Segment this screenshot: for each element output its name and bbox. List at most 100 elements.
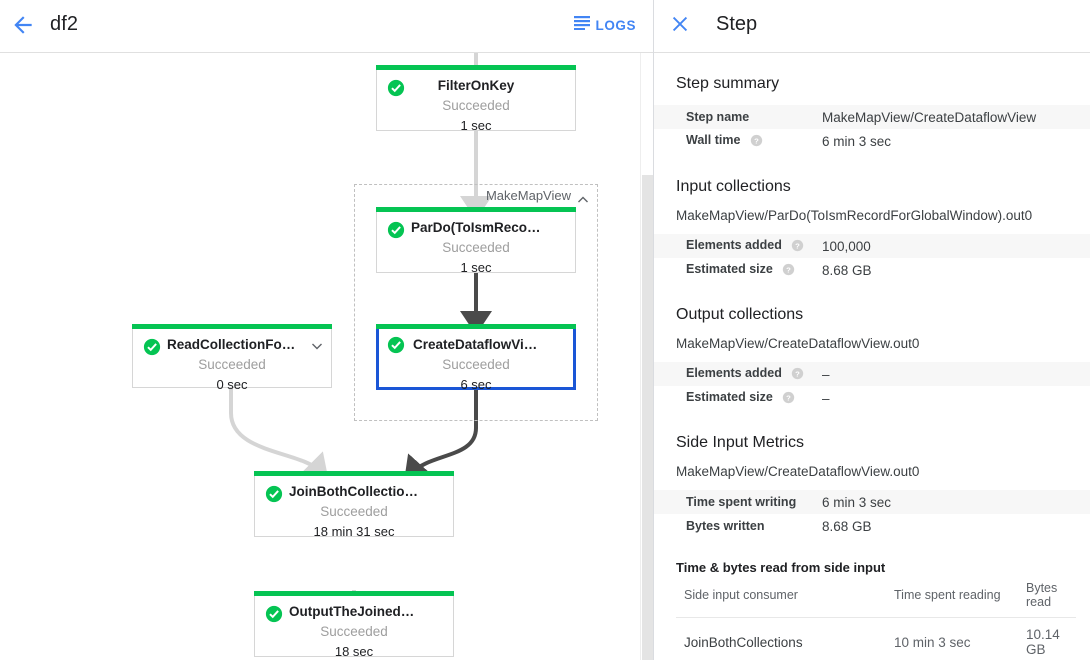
side-input-read-block: Time & bytes read from side input Side i… [654,560,1090,660]
node-duration: 18 sec [334,644,374,659]
help-icon[interactable]: ? [791,239,804,255]
graph-node-readcollectionforjoin[interactable]: ReadCollectionForJoin Succeeded 0 sec [132,324,332,392]
check-circle-icon [143,338,161,356]
row-key-label: Elements added [686,365,782,380]
section-heading-output-collections: Output collections [676,306,804,323]
node-status: Succeeded [320,624,388,639]
node-status-bar [254,471,454,476]
row-key-label: Elements added [686,237,782,252]
node-status: Succeeded [320,504,388,519]
row-key-label: Estimated size [686,389,773,404]
logs-list-icon [573,16,590,35]
table-row: Bytes written 8.68 GB [654,514,1090,538]
close-icon[interactable] [669,13,691,40]
check-circle-icon [265,485,283,503]
section-heading-step-summary: Step summary [676,75,780,92]
chevron-down-icon[interactable] [311,339,323,357]
node-status-bar [132,324,332,329]
row-key: Estimated size ? [654,386,822,410]
row-key-label: Estimated size [686,261,773,276]
node-title: ReadCollectionForJoin [167,337,315,352]
page-title: df2 [50,13,79,35]
row-key-label: Wall time [686,132,741,147]
node-title: CreateDataflowView [413,337,542,352]
row-key: Estimated size ? [654,258,822,282]
panel-body: Step summary Step name MakeMapView/Creat… [654,53,1090,660]
check-circle-icon [387,221,405,239]
row-key: Elements added ? [654,234,822,258]
row-value: 6 min 3 sec [822,494,892,510]
help-icon[interactable]: ? [791,367,804,383]
node-status: Succeeded [442,240,510,255]
node-status-bar [376,207,576,212]
row-key: Wall time ? [654,129,822,153]
table-row: Elements added ? 100,000 [654,234,1090,258]
section-heading-input-collections: Input collections [676,178,791,195]
table-row: Step name MakeMapView/CreateDataflowView [654,105,1090,129]
svg-text:?: ? [796,369,801,378]
table-row: JoinBothCollections 10 min 3 sec 10.14 G… [676,617,1076,660]
svg-text:?: ? [796,241,801,250]
node-status: Succeeded [442,98,510,113]
input-collection-name: MakeMapView/ParDo(ToIsmRecordForGlobalWi… [676,208,1033,223]
node-status-bar [376,65,576,70]
table-row: Elements added ? – [654,362,1090,386]
panel-title: Step [716,13,758,35]
table-row: Estimated size ? – [654,386,1090,410]
help-icon[interactable]: ? [782,263,795,279]
column-header-time: Time spent reading [886,581,1018,618]
cell-time: 10 min 3 sec [886,617,1018,660]
node-duration: 0 sec [216,377,248,392]
back-arrow-icon[interactable] [10,12,40,42]
output-collections-table: Elements added ? – Estimated size ? – [654,362,1090,410]
graph-scrollbar-thumb[interactable] [642,175,653,660]
svg-text:?: ? [786,265,791,274]
chevron-up-icon[interactable] [577,193,589,211]
check-circle-icon [387,79,405,97]
table-row: Wall time ? 6 min 3 sec [654,129,1090,153]
row-value: – [822,390,830,406]
node-title: JoinBothCollections [289,484,421,499]
row-value: 6 min 3 sec [822,133,892,149]
step-details-panel: Step Step summary Step name MakeMapView/… [654,0,1090,660]
node-duration: 18 min 31 sec [313,524,395,539]
node-status: Succeeded [198,357,266,372]
check-circle-icon [265,605,283,623]
cell-consumer: JoinBothCollections [676,617,886,660]
graph-scrollbar[interactable] [640,53,653,660]
table-header-row: Side input consumer Time spent reading B… [676,581,1076,618]
composite-group-makemapview[interactable]: MakeMapView [354,184,598,421]
column-header-consumer: Side input consumer [676,581,886,618]
graph-node-joinbothcollections[interactable]: JoinBothCollections Succeeded 18 min 31 … [254,471,454,539]
row-value: MakeMapView/CreateDataflowView [822,109,1037,125]
node-title: ParDo(ToIsmRecordFor… [411,220,575,235]
pane-divider [653,0,654,660]
cell-bytes: 10.14 GB [1018,617,1076,660]
node-duration: 1 sec [460,118,492,133]
output-collection-name: MakeMapView/CreateDataflowView.out0 [676,336,920,351]
help-icon[interactable]: ? [782,391,795,407]
row-key: Elements added ? [654,362,822,386]
graph-node-outputthejoinedcollection[interactable]: OutputTheJoinedCollec… Succeeded 18 sec [254,591,454,659]
logs-label: LOGS [595,18,636,33]
node-status-bar [376,324,576,329]
job-graph-pane: df2 LOGS [0,0,653,660]
node-status-bar [254,591,454,596]
graph-node-pardo-toismrecord[interactable]: ParDo(ToIsmRecordFor… Succeeded 1 sec [376,207,576,275]
node-title: FilterOnKey [437,78,515,93]
table-row: Time spent writing 6 min 3 sec [654,490,1090,514]
pipeline-graph-canvas[interactable]: MakeMapView FilterOnKey Succeeded 1 sec [0,53,653,660]
input-collections-table: Elements added ? 100,000 Estimated size … [654,234,1090,282]
side-input-collection-name: MakeMapView/CreateDataflowView.out0 [676,464,920,479]
graph-node-filteronkey[interactable]: FilterOnKey Succeeded 1 sec [376,65,576,133]
graph-node-createdataflowview[interactable]: CreateDataflowView Succeeded 6 sec [376,324,576,392]
node-duration: 1 sec [460,260,492,275]
help-icon[interactable]: ? [750,134,763,150]
svg-text:?: ? [754,136,759,145]
side-input-metrics-table: Time spent writing 6 min 3 sec Bytes wri… [654,490,1090,538]
top-app-bar: df2 LOGS [0,0,653,53]
section-heading-side-input-metrics: Side Input Metrics [676,434,805,451]
logs-button[interactable]: LOGS [570,13,640,38]
composite-group-label: MakeMapView [485,188,571,203]
node-status: Succeeded [442,357,510,372]
